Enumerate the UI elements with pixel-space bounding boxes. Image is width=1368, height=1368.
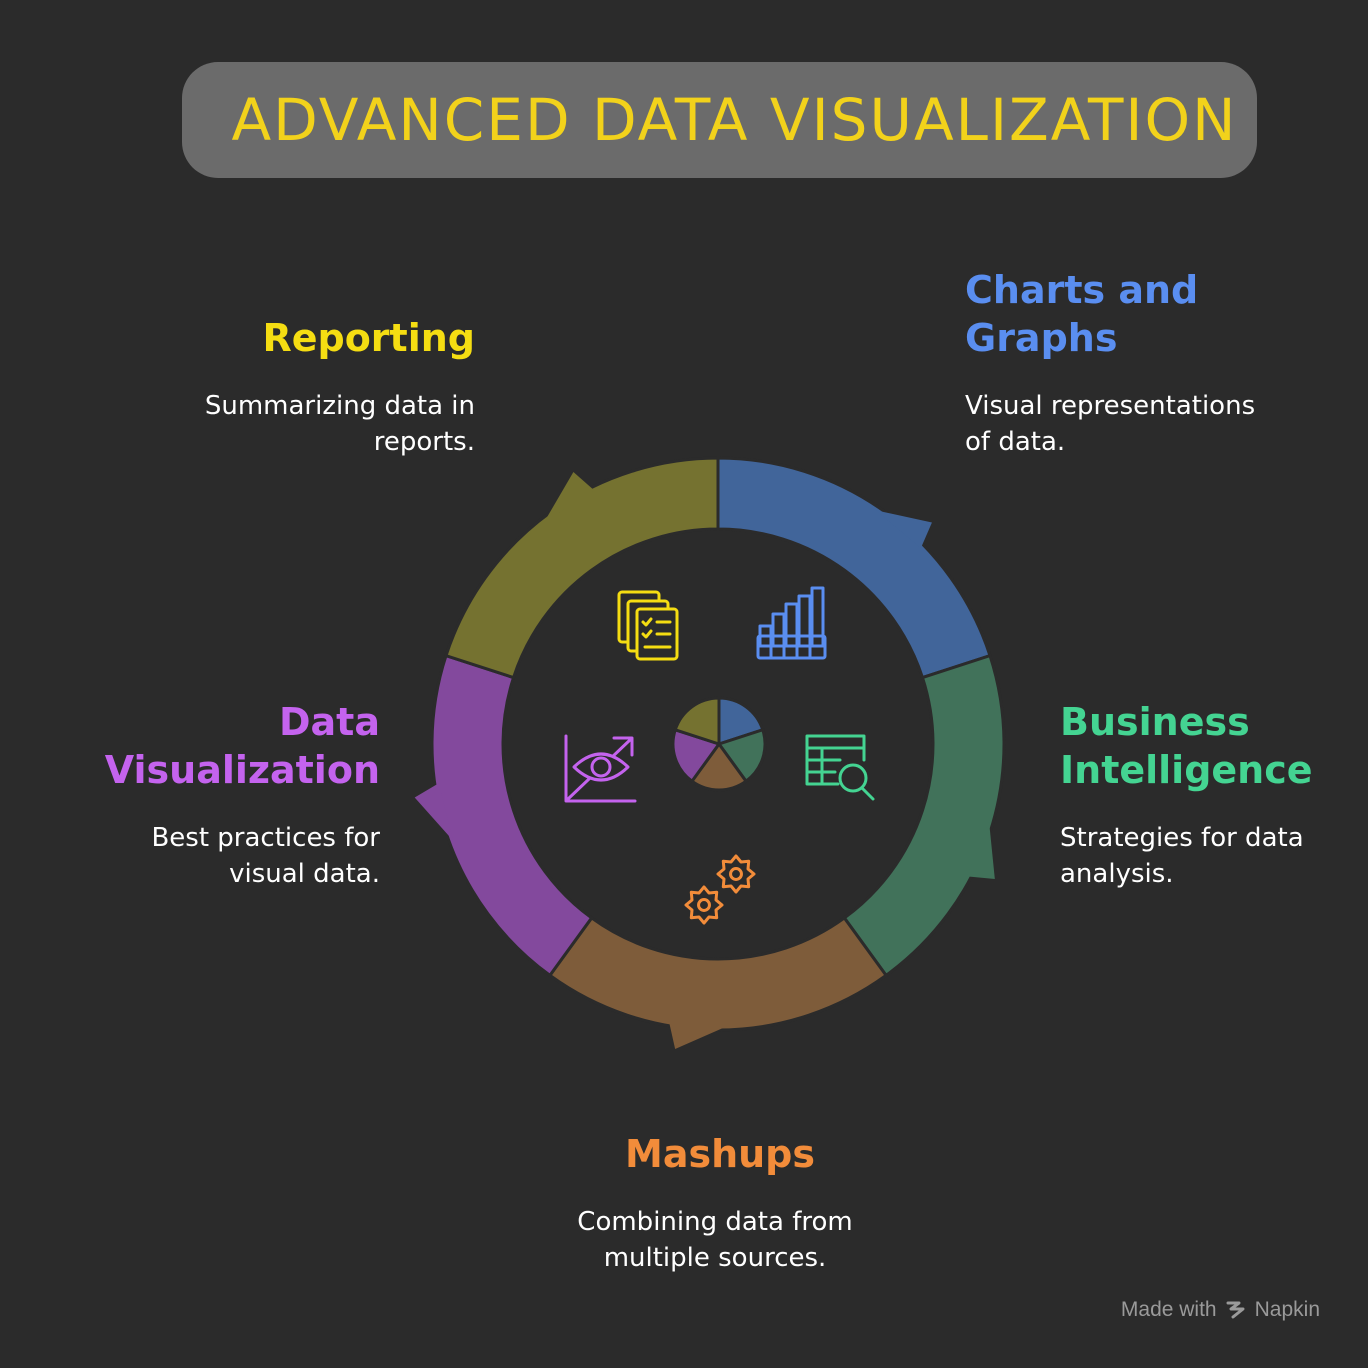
gears-icon bbox=[684, 854, 756, 925]
ring-segment-bi bbox=[842, 653, 1006, 978]
charts-desc-line: of data. bbox=[965, 427, 1066, 457]
ring-pointer-dataviz bbox=[414, 783, 454, 841]
reporting-desc-line: reports. bbox=[373, 427, 475, 457]
dataviz-heading-line: Visualization bbox=[104, 748, 380, 792]
ring bbox=[414, 456, 1006, 1050]
gear-shape bbox=[716, 854, 756, 894]
reporting-heading: Reporting bbox=[262, 316, 475, 360]
reporting-desc-line: Summarizing data in bbox=[204, 391, 475, 421]
footer-credit[interactable]: Made with Napkin bbox=[1121, 1298, 1320, 1322]
bar-chart-icon bbox=[756, 586, 827, 660]
charts-description: Visual representations of data. bbox=[965, 388, 1255, 460]
bi-desc-line: analysis. bbox=[1060, 859, 1174, 889]
charts-heading: Charts and Graphs bbox=[965, 266, 1198, 362]
pie-slice-mashups bbox=[689, 741, 749, 792]
dataviz-description: Best practices for visual data. bbox=[151, 820, 380, 892]
mashups-heading: Mashups bbox=[625, 1132, 815, 1176]
gear-shape bbox=[684, 885, 724, 925]
dataviz-heading-line: Data bbox=[279, 700, 380, 744]
title-banner: ADVANCED DATA VISUALIZATION bbox=[182, 62, 1257, 178]
bi-description: Strategies for data analysis. bbox=[1060, 820, 1304, 892]
napkin-logo-icon bbox=[1226, 1301, 1245, 1319]
ring-pointer-charts bbox=[875, 510, 932, 549]
mashups-description: Combining data from multiple sources. bbox=[465, 1204, 965, 1276]
ring-segment-reporting bbox=[444, 456, 720, 680]
ring-pointer-mashups bbox=[669, 1021, 728, 1050]
ring-pointer-bi bbox=[966, 821, 995, 880]
mashups-desc-line: Combining data from bbox=[577, 1207, 853, 1237]
checklist-documents-icon bbox=[617, 590, 679, 661]
gear-hole bbox=[697, 898, 711, 912]
dataviz-heading: Data Visualization bbox=[105, 698, 380, 794]
pie-slice-dataviz bbox=[671, 727, 722, 784]
ring-segment-dataviz bbox=[430, 653, 594, 978]
ring-segment-mashups bbox=[547, 915, 889, 1032]
napkin-brand: Napkin bbox=[1254, 1298, 1320, 1321]
pie-slice-bi bbox=[716, 727, 767, 784]
gear-hole bbox=[729, 867, 743, 881]
bi-heading-line: Business bbox=[1060, 700, 1250, 744]
center-pie-icon bbox=[671, 696, 767, 792]
dataviz-desc-line: Best practices for bbox=[151, 823, 380, 853]
made-with-label: Made with bbox=[1120, 1298, 1217, 1321]
pie-slice-reporting bbox=[673, 696, 721, 747]
bi-heading-line: Intelligence bbox=[1060, 748, 1313, 792]
dataviz-desc-line: visual data. bbox=[229, 859, 380, 889]
eye-chart-icon bbox=[564, 734, 637, 803]
charts-desc-line: Visual representations bbox=[965, 391, 1256, 421]
charts-heading-line: Charts and bbox=[965, 268, 1199, 312]
table-search-icon bbox=[805, 734, 875, 801]
mashups-desc-line: multiple sources. bbox=[603, 1243, 827, 1273]
page-title: ADVANCED DATA VISUALIZATION bbox=[231, 86, 1238, 154]
ring-pointer-reporting bbox=[544, 472, 595, 522]
charts-heading-line: Graphs bbox=[965, 316, 1118, 360]
reporting-description: Summarizing data in reports. bbox=[205, 388, 475, 460]
bi-desc-line: Strategies for data bbox=[1060, 823, 1304, 853]
bi-heading: Business Intelligence bbox=[1060, 698, 1313, 794]
